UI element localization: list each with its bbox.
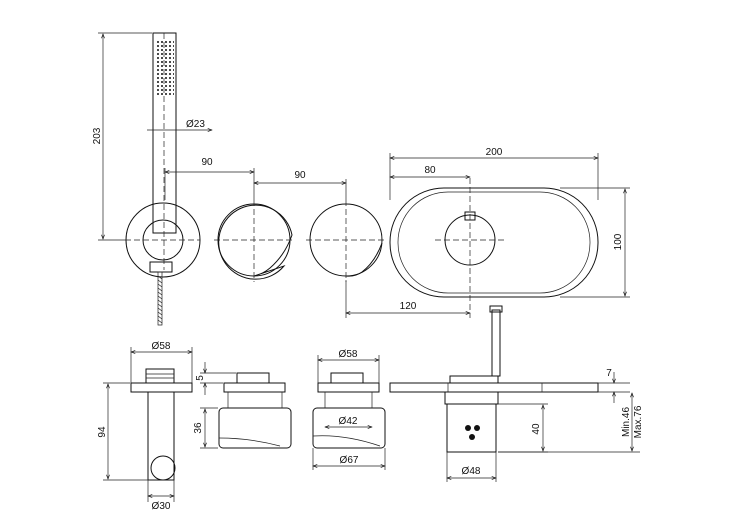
svg-text:Ø42: Ø42 bbox=[339, 416, 358, 427]
dim-outlet-height: 94 bbox=[97, 382, 150, 481]
svg-text:36: 36 bbox=[193, 422, 204, 434]
svg-text:Min.46: Min.46 bbox=[621, 407, 632, 437]
handle-front-view-right bbox=[306, 200, 386, 282]
dim-body-diameter: Ø48 bbox=[447, 452, 496, 482]
svg-text:40: 40 bbox=[531, 423, 542, 435]
svg-text:Ø23: Ø23 bbox=[186, 119, 205, 130]
handshower-front-view bbox=[125, 32, 201, 326]
dim-installation-depth: Min.46 Max.76 bbox=[498, 393, 644, 453]
svg-text:5: 5 bbox=[195, 375, 206, 381]
dim-handle-top-diameter: Ø58 bbox=[318, 349, 379, 383]
oval-plate-front-view bbox=[389, 178, 599, 318]
dim-outlet-top-diameter: Ø58 bbox=[131, 341, 192, 383]
svg-text:Max.76: Max.76 bbox=[633, 405, 644, 438]
plate-side-view bbox=[389, 305, 599, 453]
svg-text:120: 120 bbox=[400, 301, 417, 312]
svg-text:80: 80 bbox=[424, 165, 436, 176]
dim-handle-offset: 80 bbox=[390, 165, 470, 177]
dim-handle-inner-diameter: Ø42 bbox=[325, 416, 372, 427]
dim-handshower-diameter: Ø23 bbox=[147, 119, 212, 130]
svg-text:90: 90 bbox=[294, 170, 306, 181]
dim-handle-body-height: 36 bbox=[193, 407, 218, 449]
svg-text:100: 100 bbox=[613, 233, 624, 250]
dim-spacing-b: 90 bbox=[254, 170, 346, 200]
svg-text:Ø30: Ø30 bbox=[152, 501, 171, 512]
dim-handle-bottom-diameter: Ø67 bbox=[313, 448, 385, 470]
handle-side-view-right bbox=[312, 372, 386, 449]
dim-outlet-bottom-diameter: Ø30 bbox=[148, 480, 174, 512]
svg-text:200: 200 bbox=[486, 147, 503, 158]
svg-text:7: 7 bbox=[606, 368, 612, 379]
svg-text:90: 90 bbox=[201, 157, 213, 168]
hose bbox=[157, 271, 163, 326]
dim-plate-thickness: 7 bbox=[598, 368, 630, 403]
svg-text:203: 203 bbox=[92, 127, 103, 144]
svg-text:94: 94 bbox=[97, 426, 108, 438]
dim-plate-height: 100 bbox=[560, 187, 630, 298]
dim-body-depth: 40 bbox=[498, 403, 548, 453]
dim-handle-cap-height: 5 bbox=[195, 362, 236, 395]
outlet-side-view bbox=[130, 368, 193, 481]
svg-text:Ø58: Ø58 bbox=[152, 341, 171, 352]
dim-handshower-height: 203 bbox=[92, 32, 152, 241]
svg-text:Ø67: Ø67 bbox=[340, 455, 359, 466]
handle-side-view-left bbox=[218, 372, 292, 449]
dim-handle-to-handle: 120 bbox=[346, 280, 470, 318]
svg-text:Ø58: Ø58 bbox=[339, 349, 358, 360]
dim-spacing-a: 90 bbox=[165, 157, 254, 200]
svg-text:Ø48: Ø48 bbox=[462, 466, 481, 477]
handle-front-view-left bbox=[214, 200, 294, 282]
